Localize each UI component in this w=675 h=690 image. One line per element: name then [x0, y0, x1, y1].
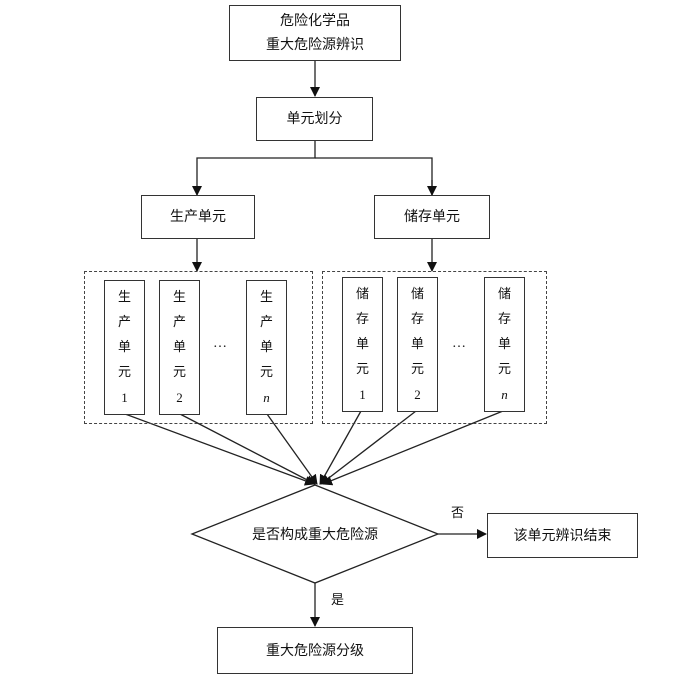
char: 产: [172, 315, 186, 330]
char: 储: [497, 287, 511, 302]
hazard-grading-label: 重大危险源分级: [266, 642, 364, 659]
storage-units-group: [322, 271, 547, 424]
char: 存: [497, 312, 511, 327]
storage-unit-n: 储 存 单 元 n: [484, 277, 525, 412]
unit-index: n: [263, 390, 270, 405]
edge-prod1-to-decision: [124, 413, 315, 486]
storage-unit-2: 储 存 单 元 2: [397, 277, 438, 412]
edge-prodn-to-decision: [266, 413, 318, 485]
char: 元: [172, 365, 186, 380]
char: 单: [355, 337, 369, 352]
unit-division-label: 单元划分: [286, 111, 343, 127]
storage-unit-node: 储存单元: [374, 195, 490, 239]
identification-end-label: 该单元辨识结束: [513, 527, 612, 544]
edge-label-no: 否: [451, 506, 465, 521]
char: 单: [410, 337, 424, 352]
char: 生: [259, 290, 273, 305]
char: 产: [117, 315, 131, 330]
unit-index: 2: [414, 387, 421, 402]
storage-ellipsis: …: [452, 336, 466, 351]
hazard-grading-node: 重大危险源分级: [217, 627, 413, 674]
storage-unit-1: 储 存 单 元 1: [342, 277, 383, 412]
char: 单: [497, 337, 511, 352]
decision-label: 是否构成重大危险源: [252, 527, 378, 543]
char: 存: [410, 312, 424, 327]
char: 单: [117, 340, 131, 355]
edge-label-yes: 是: [331, 593, 345, 608]
edge-divide-branch: [192, 141, 316, 196]
production-unit-1: 生 产 单 元 1: [104, 280, 145, 415]
unit-index: 1: [359, 387, 366, 402]
char: 元: [410, 362, 424, 377]
unit-division-node: 单元划分: [256, 97, 373, 141]
edge-divide-branch-right: [315, 157, 433, 195]
edge-prod2-to-decision: [179, 413, 316, 485]
char: 元: [259, 365, 273, 380]
identification-end-node: 该单元辨识结束: [487, 513, 638, 558]
char: 元: [497, 362, 511, 377]
production-unit-n: 生 产 单 元 n: [246, 280, 287, 415]
char: 元: [355, 362, 369, 377]
char: 储: [410, 287, 424, 302]
start-node: 危险化学品 重大危险源辨识: [229, 5, 401, 61]
production-unit-node: 生产单元: [141, 195, 255, 239]
char: 产: [259, 315, 273, 330]
production-units-group: [84, 271, 313, 424]
char: 储: [355, 287, 369, 302]
char: 元: [117, 365, 131, 380]
storage-unit-label: 储存单元: [404, 209, 460, 225]
production-unit-label: 生产单元: [170, 209, 226, 225]
unit-index: 1: [121, 390, 128, 405]
char: 存: [355, 312, 369, 327]
char: 单: [172, 340, 186, 355]
char: 单: [259, 340, 273, 355]
char: 生: [172, 290, 186, 305]
unit-index: 2: [176, 390, 183, 405]
char: 生: [117, 290, 131, 305]
production-unit-2: 生 产 单 元 2: [159, 280, 200, 415]
start-node-line2: 重大危险源辨识: [266, 37, 364, 53]
unit-index: n: [501, 387, 508, 402]
start-node-line1: 危险化学品: [280, 13, 350, 29]
production-ellipsis: …: [213, 336, 227, 351]
